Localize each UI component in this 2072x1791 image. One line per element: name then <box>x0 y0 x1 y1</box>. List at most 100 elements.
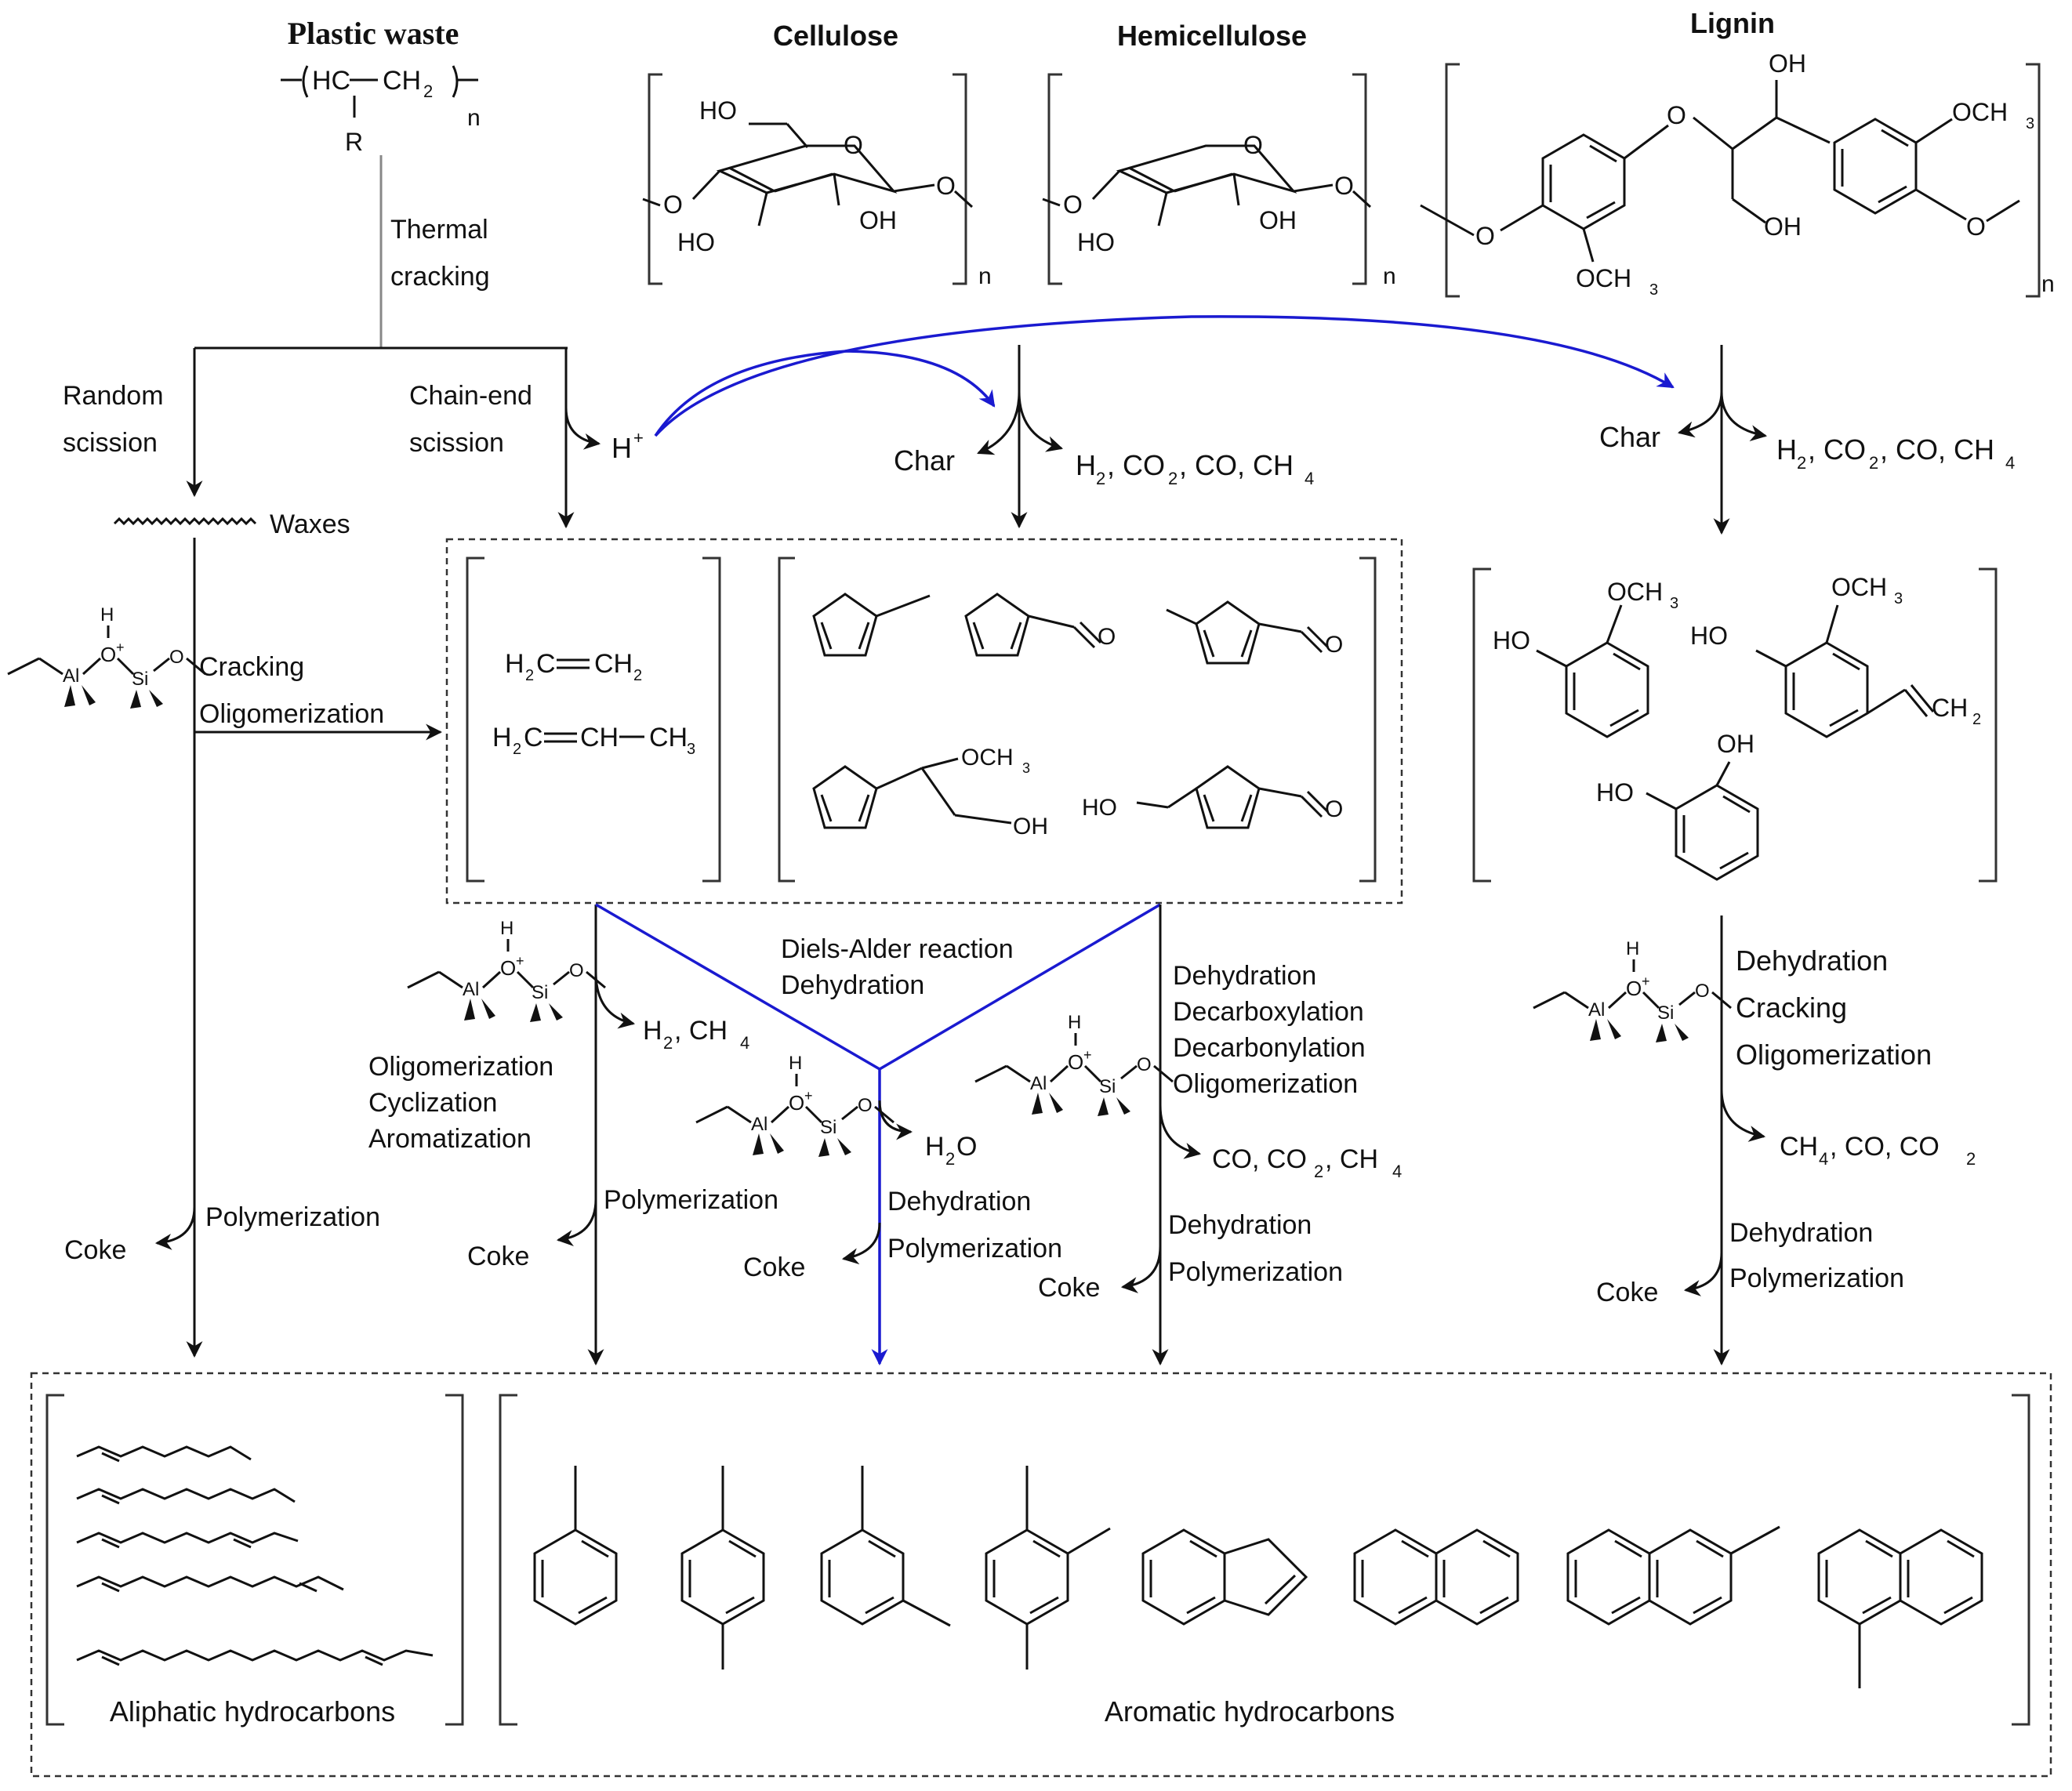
svg-text:2: 2 <box>663 1033 673 1053</box>
aliphatic-label: Aliphatic hydrocarbons <box>110 1695 395 1728</box>
svg-text:OH: OH <box>1013 814 1048 839</box>
svg-text:HO: HO <box>1690 622 1728 650</box>
svg-text:O: O <box>1325 632 1343 658</box>
svg-text:3: 3 <box>1894 590 1903 607</box>
svg-text:CH: CH <box>594 649 633 679</box>
svg-text:H: H <box>643 1016 662 1046</box>
svg-text:HO: HO <box>1077 228 1115 256</box>
svg-text:HO: HO <box>1493 626 1530 654</box>
coke-label-1: Coke <box>64 1235 126 1265</box>
cellulose-title: Cellulose <box>773 20 898 52</box>
svg-text:H: H <box>925 1132 945 1162</box>
svg-text:R: R <box>345 128 363 156</box>
svg-text:OCH: OCH <box>1952 98 2008 126</box>
svg-text:CH: CH <box>580 723 619 752</box>
svg-text:4: 4 <box>1819 1149 1828 1169</box>
char-label-2: Char <box>1599 421 1660 453</box>
svg-text:2: 2 <box>423 82 433 101</box>
cyclization-label: Cyclization <box>368 1088 497 1118</box>
svg-text:4: 4 <box>2005 453 2015 473</box>
svg-text:C: C <box>524 723 543 752</box>
polymerization-label-2: Polymerization <box>604 1185 778 1215</box>
random-scission-label: scission <box>63 428 158 458</box>
svg-text:3: 3 <box>687 741 695 758</box>
furans: O O OCH 3 OH HO O <box>812 593 1343 839</box>
lignin-structure: n O OCH 3 O OH OH OCH 3 O <box>1420 49 2055 299</box>
svg-text:3: 3 <box>2026 115 2034 132</box>
svg-text:2: 2 <box>1869 453 1878 473</box>
aromatic-products <box>533 1466 1983 1688</box>
svg-text:O: O <box>936 172 956 200</box>
svg-text:O: O <box>1325 796 1343 822</box>
svg-text:HO: HO <box>699 96 737 125</box>
svg-text:O: O <box>1063 190 1083 219</box>
svg-text:CH: CH <box>1932 694 1968 722</box>
svg-text:HO: HO <box>1596 778 1634 807</box>
polymerization-label-mid: Polymerization <box>887 1234 1062 1263</box>
svg-text:n: n <box>2041 271 2055 297</box>
h2-ch4-label: H 2 , CH 4 <box>643 1016 749 1053</box>
svg-text:n: n <box>978 263 992 289</box>
svg-text:, CO: , CO <box>1107 449 1165 481</box>
char-label-1: Char <box>894 444 955 477</box>
svg-text:3: 3 <box>1022 760 1030 776</box>
svg-text:OCH: OCH <box>1831 573 1887 601</box>
svg-text:+: + <box>633 428 644 448</box>
plastic-waste-title: Plastic waste <box>288 16 459 51</box>
lignin-title: Lignin <box>1690 7 1775 39</box>
svg-text:2: 2 <box>1096 469 1105 488</box>
co-co2-ch4-label: CO, CO 2 , CH 4 <box>1212 1144 1402 1181</box>
gases-label-1: H 2 , CO 2 , CO, CH 4 <box>1076 449 1314 488</box>
svg-text:O: O <box>1475 222 1495 250</box>
coke-label-2: Coke <box>467 1242 529 1271</box>
zeolite-catalyst-4 <box>974 1010 1174 1118</box>
chain-end-label: Chain-end <box>409 381 532 411</box>
svg-text:n: n <box>1383 263 1396 289</box>
svg-text:2: 2 <box>1168 469 1178 488</box>
svg-text:, CH: , CH <box>1325 1144 1378 1174</box>
aliphatic-chains <box>76 1445 434 1666</box>
cellulose-structure: n O HO HO OH O O <box>642 73 992 289</box>
svg-text:OH: OH <box>1717 730 1754 758</box>
svg-text:O: O <box>1966 212 1986 241</box>
decarbonylation-label: Decarbonylation <box>1173 1033 1366 1063</box>
wax-chain <box>113 517 257 526</box>
svg-text:HC: HC <box>312 66 350 96</box>
svg-text:H: H <box>1776 433 1797 466</box>
svg-text:, CH: , CH <box>674 1016 728 1046</box>
waxes-label: Waxes <box>270 509 350 539</box>
svg-text:O: O <box>1667 101 1686 129</box>
svg-text:O: O <box>956 1132 977 1162</box>
zeolite-catalyst-1 <box>6 603 207 710</box>
cracking-label: Cracking <box>199 652 304 682</box>
svg-text:C: C <box>536 649 556 679</box>
polymer-repeat-unit: HC CH 2 n R <box>281 65 481 156</box>
svg-text:CH: CH <box>383 66 421 96</box>
dehydration-label-l: Dehydration <box>1736 944 1888 977</box>
svg-text:HO: HO <box>1082 795 1117 821</box>
svg-text:2: 2 <box>513 741 521 758</box>
zeolite-catalyst-2 <box>406 916 607 1024</box>
svg-text:OH: OH <box>1764 212 1802 241</box>
dehydration-label-mid: Dehydration <box>887 1187 1031 1216</box>
dehydration-label-f: Dehydration <box>1173 961 1316 991</box>
svg-text:H: H <box>505 649 524 679</box>
oligomerization-label-2: Oligomerization <box>368 1052 553 1082</box>
svg-text:CH: CH <box>1780 1132 1818 1162</box>
aromatization-label: Aromatization <box>368 1124 532 1154</box>
svg-text:OH: OH <box>1259 206 1297 234</box>
products-box <box>30 1372 2052 1778</box>
oligomerization-label-1: Oligomerization <box>199 699 384 729</box>
svg-text:2: 2 <box>1797 453 1806 473</box>
dehydration-label-l2: Dehydration <box>1729 1218 1873 1248</box>
svg-text:O: O <box>844 131 863 159</box>
svg-text:2: 2 <box>1972 711 1981 728</box>
svg-text:O: O <box>1098 624 1116 650</box>
dehydration-label-da: Dehydration <box>781 970 924 1000</box>
polymerization-label-1: Polymerization <box>205 1202 380 1232</box>
h2o-label: H 2 O <box>925 1132 977 1169</box>
svg-text:4: 4 <box>1305 469 1314 488</box>
svg-text:OCH: OCH <box>1576 264 1631 292</box>
svg-text:2: 2 <box>945 1149 955 1169</box>
